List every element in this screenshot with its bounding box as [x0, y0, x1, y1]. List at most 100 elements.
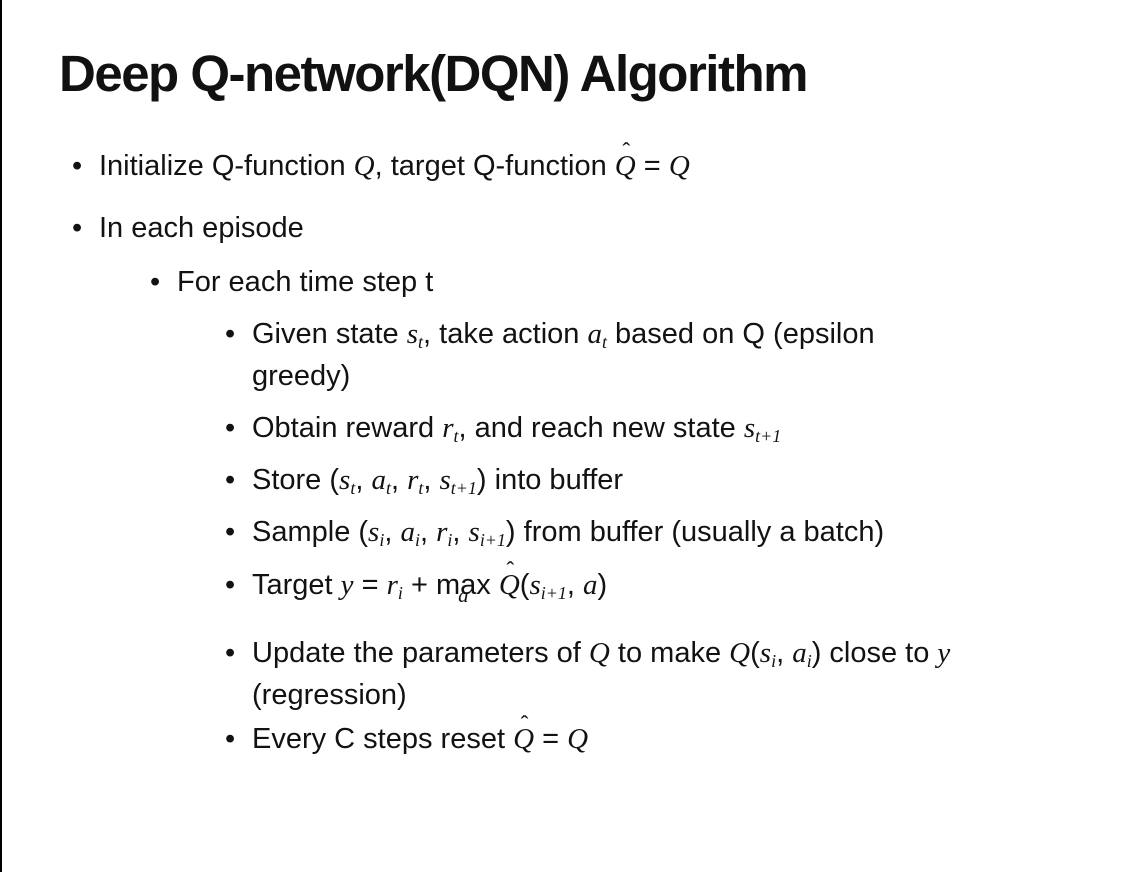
text-run: Update the parameters of — [252, 636, 589, 669]
math-variable: s — [743, 412, 756, 445]
bullet-icon: • — [225, 568, 236, 601]
math-variable: s — [468, 516, 480, 549]
text-run: Every C steps reset — [252, 722, 514, 755]
math-subscript: i — [447, 530, 453, 551]
text-run — [491, 569, 499, 601]
math-variable: s — [439, 464, 451, 497]
text-run: In each episode — [99, 212, 304, 245]
text-run: ( — [519, 568, 530, 601]
math-variable: Q — [567, 722, 589, 755]
text-run: , — [419, 516, 437, 549]
math-subscript: i — [397, 582, 403, 603]
math-subscript: t — [418, 332, 424, 353]
bullet-item: • In each episode — [2, 207, 1124, 249]
bullet-icon: • — [225, 516, 236, 549]
text-run: , take action — [423, 318, 588, 351]
math-variable: s — [406, 318, 419, 351]
math-variable: Q — [588, 636, 610, 669]
math-variable: a — [587, 318, 602, 351]
bullet-list: • Initialize Q-function Q, target Q-func… — [2, 138, 1124, 760]
math-subscript: i+1 — [479, 530, 506, 551]
text-run: , — [452, 516, 469, 549]
math-subscript: t — [418, 478, 424, 499]
math-subscript: t+1 — [450, 478, 477, 499]
text-run: Given state — [252, 318, 407, 351]
bullet-item: • Obtain reward rt, and reach new state … — [2, 407, 1124, 449]
math-subscript: i — [414, 530, 420, 551]
text-run: Store ( — [252, 464, 340, 497]
bullet-icon: • — [72, 212, 83, 245]
bullet-text: Sample (si, ai, ri, si+1) from buffer (u… — [252, 511, 884, 553]
bullet-icon: • — [225, 464, 236, 497]
math-subscript: t — [385, 478, 391, 499]
text-run: = — [635, 150, 669, 182]
bullet-item: • Update the parameters of Q to make Q(s… — [2, 632, 1124, 716]
math-variable: Q — [353, 150, 375, 182]
text-run: Sample ( — [252, 516, 369, 549]
math-subscript: t — [453, 426, 459, 447]
bullet-item: • Given state st, take action at based o… — [2, 313, 1124, 397]
math-variable: y — [937, 636, 951, 669]
math-subscript: i — [771, 650, 777, 671]
math-variable: a — [792, 636, 807, 669]
math-subscript: i — [806, 650, 812, 671]
bullet-item: • Initialize Q-function Q, target Q-func… — [2, 138, 1124, 187]
text-run: , — [423, 464, 440, 497]
math-subscript: t+1 — [755, 426, 782, 447]
text-run: (regression) — [252, 678, 407, 711]
text-run: Target — [252, 568, 341, 601]
text-run: ) from buffer (usually a batch) — [505, 516, 885, 549]
text-run: For each time step t — [177, 266, 434, 299]
bullet-item: • Sample (si, ai, ri, si+1) from buffer … — [2, 511, 1124, 553]
text-run: Obtain reward — [252, 412, 443, 445]
text-run: = — [353, 568, 387, 601]
text-run: Initialize Q-function — [99, 150, 354, 182]
math-variable: y — [340, 568, 354, 601]
text-run: , target Q-function — [374, 150, 615, 182]
math-variable: a — [582, 568, 598, 601]
text-run: , — [566, 568, 583, 601]
math-variable: r — [407, 464, 419, 497]
slide-title: Deep Q-network(DQN) Algorithm — [59, 45, 808, 102]
bullet-icon: • — [225, 318, 236, 351]
text-run: ( — [750, 636, 760, 669]
text-run: ) into buffer — [476, 464, 624, 497]
math-variable: s — [339, 464, 351, 497]
text-run: = — [534, 722, 568, 755]
text-run: , and reach new state — [458, 412, 744, 445]
bullet-icon: • — [225, 722, 236, 755]
math-variable: r — [386, 568, 398, 601]
math-variable: Q — [668, 150, 690, 182]
math-subscript: t — [350, 478, 356, 499]
math-variable: r — [436, 516, 448, 549]
math-variable: s — [529, 568, 541, 601]
bullet-item: • Store (st, at, rt, st+1) into buffer — [2, 459, 1124, 501]
bullet-text: Update the parameters of Q to make Q(si,… — [252, 632, 982, 716]
bullet-icon: • — [225, 636, 236, 669]
text-run: ) — [597, 568, 608, 601]
bullet-icon: • — [225, 412, 236, 445]
text-run: based on Q (epsilon greedy) — [252, 318, 875, 393]
math-subscript: i+1 — [540, 582, 567, 603]
math-variable: s — [368, 516, 380, 549]
text-run: , — [776, 636, 793, 669]
text-run: , — [390, 464, 408, 497]
bullet-icon: • — [150, 266, 161, 299]
math-subscript: i — [379, 530, 385, 551]
text-run: ) close to — [811, 636, 938, 669]
text-run: , — [384, 516, 401, 549]
bullet-text: Obtain reward rt, and reach new state st… — [252, 407, 781, 449]
math-variable: a — [371, 464, 386, 497]
text-run: + — [402, 568, 436, 601]
text-run: to make — [609, 636, 730, 669]
math-variable: s — [759, 636, 772, 669]
